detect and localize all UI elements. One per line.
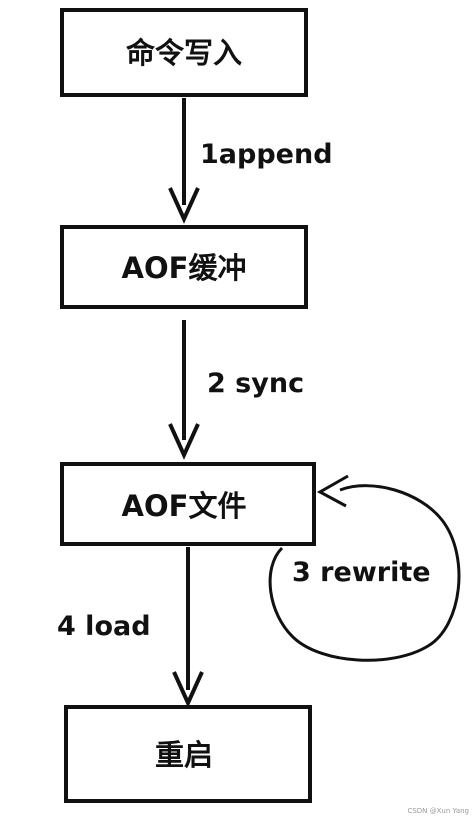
arrow-append-head xyxy=(168,187,200,224)
edge-label-load: 4 load xyxy=(57,611,151,642)
edge-label-rewrite: 3 rewrite xyxy=(292,557,431,588)
node-restart-box xyxy=(64,705,312,803)
node-aof-buffer-label: AOF缓冲 xyxy=(122,251,247,285)
arrow-rewrite-loop xyxy=(268,484,461,662)
node-command-write-label: 命令写入 xyxy=(126,36,242,70)
watermark-text: CSDN @Xun Yang xyxy=(407,807,469,815)
node-aof-buffer-box xyxy=(60,225,308,309)
node-restart-label: 重启 xyxy=(155,738,213,772)
arrow-sync-head xyxy=(168,423,200,460)
node-aof-file-box xyxy=(60,462,316,546)
edge-label-sync: 2 sync xyxy=(207,368,304,399)
arrow-load-head xyxy=(172,671,204,708)
arrow-rewrite-head xyxy=(316,474,349,508)
node-aof-file-label: AOF文件 xyxy=(122,489,247,523)
node-command-write-box xyxy=(60,8,308,97)
edge-label-append: 1append xyxy=(200,139,333,170)
